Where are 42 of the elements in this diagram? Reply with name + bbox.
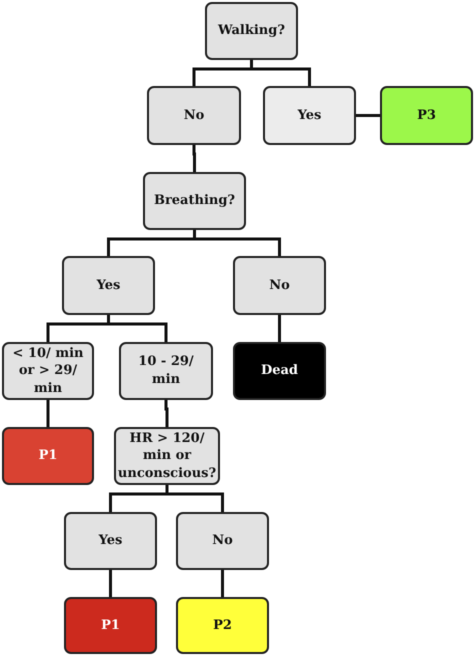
node-label: Yes xyxy=(296,106,322,124)
question-box xyxy=(205,2,298,60)
node-label: Breathing? xyxy=(152,192,236,210)
node-label: P3 xyxy=(416,106,437,124)
answer-box xyxy=(64,512,157,570)
connector-line xyxy=(46,400,50,427)
node-label: P2 xyxy=(212,616,233,634)
node-label: P1 xyxy=(38,447,58,465)
criterion-box xyxy=(2,342,94,400)
node-label: P1 xyxy=(100,616,121,634)
question-box xyxy=(143,172,246,230)
node-label: 10 - 29/ min xyxy=(137,353,195,389)
connector-line xyxy=(166,485,224,512)
criterion-box xyxy=(119,342,213,400)
node-label: No xyxy=(211,532,234,550)
node-label: Yes xyxy=(98,532,124,550)
outcome-box xyxy=(233,342,326,400)
connector-line xyxy=(221,570,224,597)
connector-line xyxy=(356,114,380,117)
node-label: < 10/ min or > 29/ min xyxy=(12,344,84,398)
node-label: Dead xyxy=(260,362,300,380)
node-label: No xyxy=(182,106,206,124)
answer-box xyxy=(233,256,326,315)
connector-line xyxy=(278,315,281,342)
node-label: Walking? xyxy=(216,22,286,40)
connector-line xyxy=(109,570,112,597)
connector-line xyxy=(193,230,281,256)
priority-box xyxy=(176,597,269,654)
connector-line xyxy=(107,315,168,342)
node-label: Yes xyxy=(96,276,122,294)
priority-box xyxy=(2,427,94,485)
connector-line xyxy=(192,145,196,172)
connector-line xyxy=(250,60,311,86)
priority-box xyxy=(64,597,157,654)
answer-box xyxy=(176,512,269,570)
priority-box xyxy=(380,86,473,145)
node-label: No xyxy=(268,276,291,294)
answer-box xyxy=(147,86,241,145)
answer-box xyxy=(263,86,356,145)
node-label: HR > 120/ min or unconscious? xyxy=(116,430,218,482)
answer-box xyxy=(62,256,155,315)
connector-line xyxy=(164,400,168,427)
